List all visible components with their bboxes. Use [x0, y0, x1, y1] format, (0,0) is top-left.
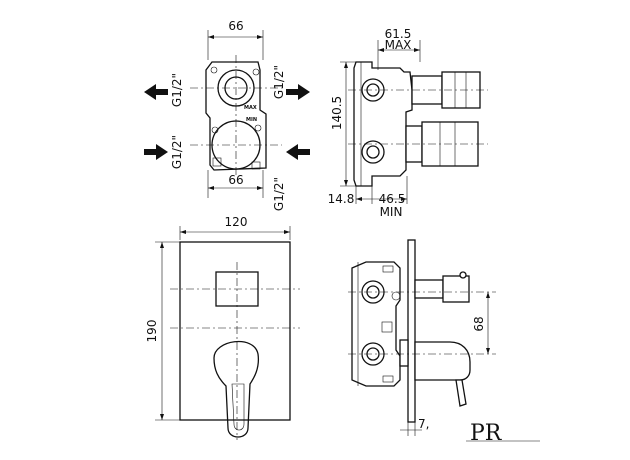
outlet-arrow-right — [286, 84, 310, 100]
dim-plate-width: 120 — [225, 215, 248, 229]
dim-depth-min: 46.5 — [379, 192, 406, 206]
thread-upper-right: G1/2" — [272, 65, 286, 99]
assembly-side-view: 68 7, — [348, 239, 496, 436]
brand-logo-text: PR — [470, 421, 503, 446]
inlet-arrow-right — [286, 144, 310, 160]
valve-body-front-view: 66 66 G1/2" G1/2" G1/2" G1/2" MAX MIN — [144, 19, 310, 211]
outlet-arrow-left — [144, 84, 168, 100]
dim-plate-thickness: 7, — [418, 417, 429, 431]
thread-upper-left: G1/2" — [170, 73, 184, 107]
dim-side-height: 140.5 — [330, 96, 344, 130]
max-label: MAX — [385, 38, 412, 52]
thread-lower-left: G1/2" — [170, 135, 184, 169]
valve-body-side-view: 61.5 MAX 140.5 — [328, 27, 488, 219]
body-min-mark: MIN — [246, 117, 257, 123]
cover-plate-front-view: 120 190 — [145, 215, 300, 440]
dim-top-width-lower: 66 — [228, 173, 243, 187]
dim-top-width-upper: 66 — [228, 19, 243, 33]
thread-lower-right: G1/2" — [272, 177, 286, 211]
dim-outlet-spacing: 68 — [472, 316, 486, 331]
dim-side-offset: 14.8 — [328, 192, 355, 206]
inlet-arrow-left — [144, 144, 168, 160]
min-label: MIN — [380, 205, 403, 219]
dim-depth-max: 61.5 — [385, 27, 412, 41]
dim-plate-height: 190 — [145, 320, 159, 343]
body-max-mark: MAX — [244, 105, 257, 111]
brand-logo: PR — [466, 421, 540, 446]
